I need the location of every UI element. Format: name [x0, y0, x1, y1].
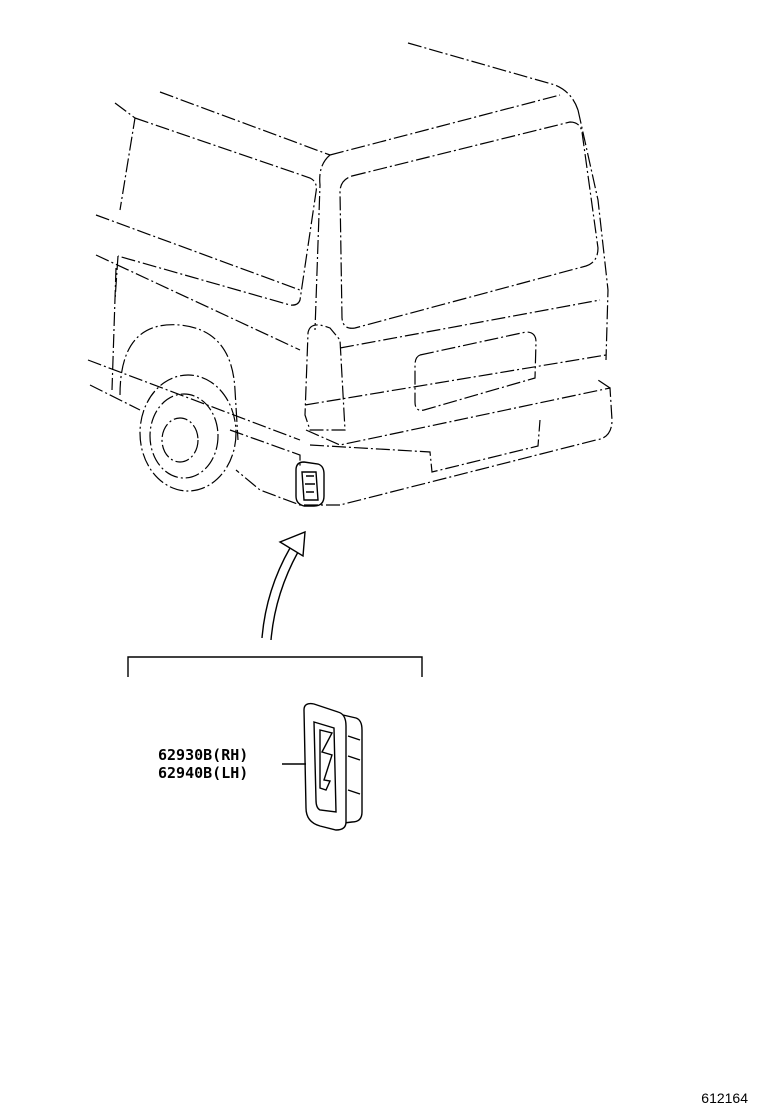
reflector-part [303, 702, 363, 831]
group-bracket [127, 656, 423, 677]
van-body-outline [87, 42, 613, 506]
rear-wheel [119, 324, 239, 492]
part-label-rh: 62930B(RH) [158, 746, 249, 764]
figure-id: 612164 [701, 1090, 748, 1106]
reflector-location [295, 461, 325, 507]
part-label-lh: 62940B(LH) [158, 764, 249, 782]
leader-arrow [261, 530, 306, 641]
